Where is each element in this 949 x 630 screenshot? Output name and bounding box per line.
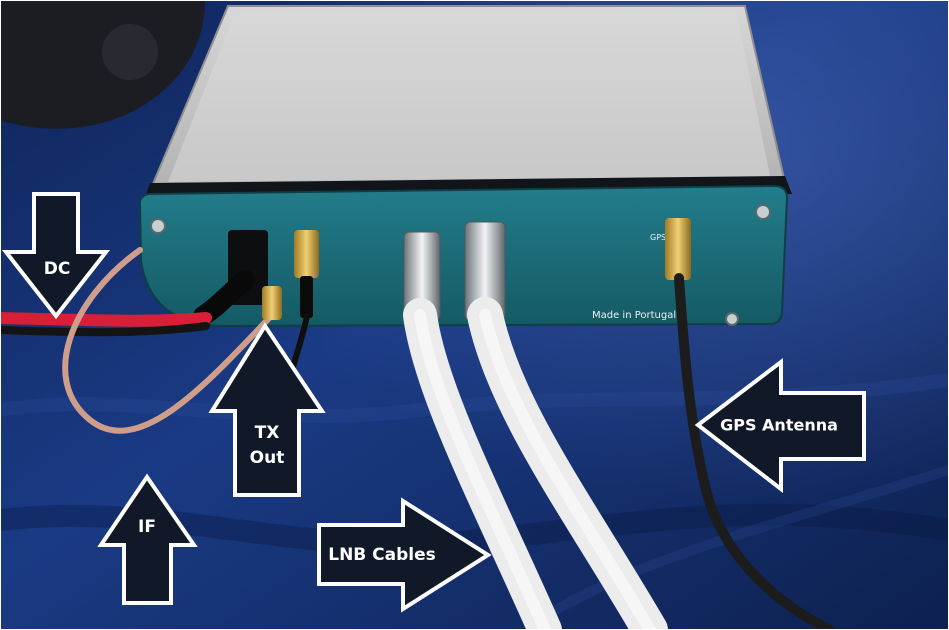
if-connector [262, 286, 282, 320]
lnb-cables-label: LNB Cables [328, 545, 436, 565]
left-arrow-icon [694, 357, 866, 494]
gps-antenna-label: GPS Antenna [720, 416, 838, 435]
dc-arrow-callout: DC [1, 192, 111, 320]
if-cable [62, 247, 276, 434]
tx-arrow-callout: TX Out [208, 322, 326, 497]
panel-screw [755, 204, 771, 220]
panel-screw [150, 218, 166, 234]
gps-panel-label: GPS [650, 233, 666, 242]
up-arrow-icon [97, 473, 198, 605]
enclosure-top-surface [168, 10, 770, 182]
gps-connector [665, 218, 691, 280]
dc-wire-black [0, 322, 210, 337]
lnb-cable-2-highlight [479, 309, 656, 630]
if-label: IF [138, 517, 156, 537]
dark-object-detail [102, 24, 158, 80]
lnb-arrow-callout: LNB Cables [317, 497, 492, 613]
tx-label-line-1: TX [255, 423, 280, 443]
right-arrow-icon [317, 497, 492, 613]
panel-screw [725, 312, 739, 326]
down-arrow-icon [1, 192, 111, 320]
if-arrow-callout: IF [97, 473, 198, 605]
up-arrow-icon [208, 322, 326, 497]
made-in-label: Made in Portugal [592, 310, 676, 321]
tx-label-line-2: Out [250, 448, 285, 468]
dc-label: DC [44, 259, 71, 279]
gps-arrow-callout: GPS Antenna [694, 357, 866, 494]
tx-connector [294, 230, 319, 278]
fabric-fold [537, 465, 949, 625]
dc-wire-red [0, 312, 212, 327]
tx-cable-boot [300, 276, 313, 318]
dark-background-object [0, 0, 205, 129]
lnb-cable-1-highlight [414, 309, 551, 630]
gps-cable [674, 273, 835, 630]
